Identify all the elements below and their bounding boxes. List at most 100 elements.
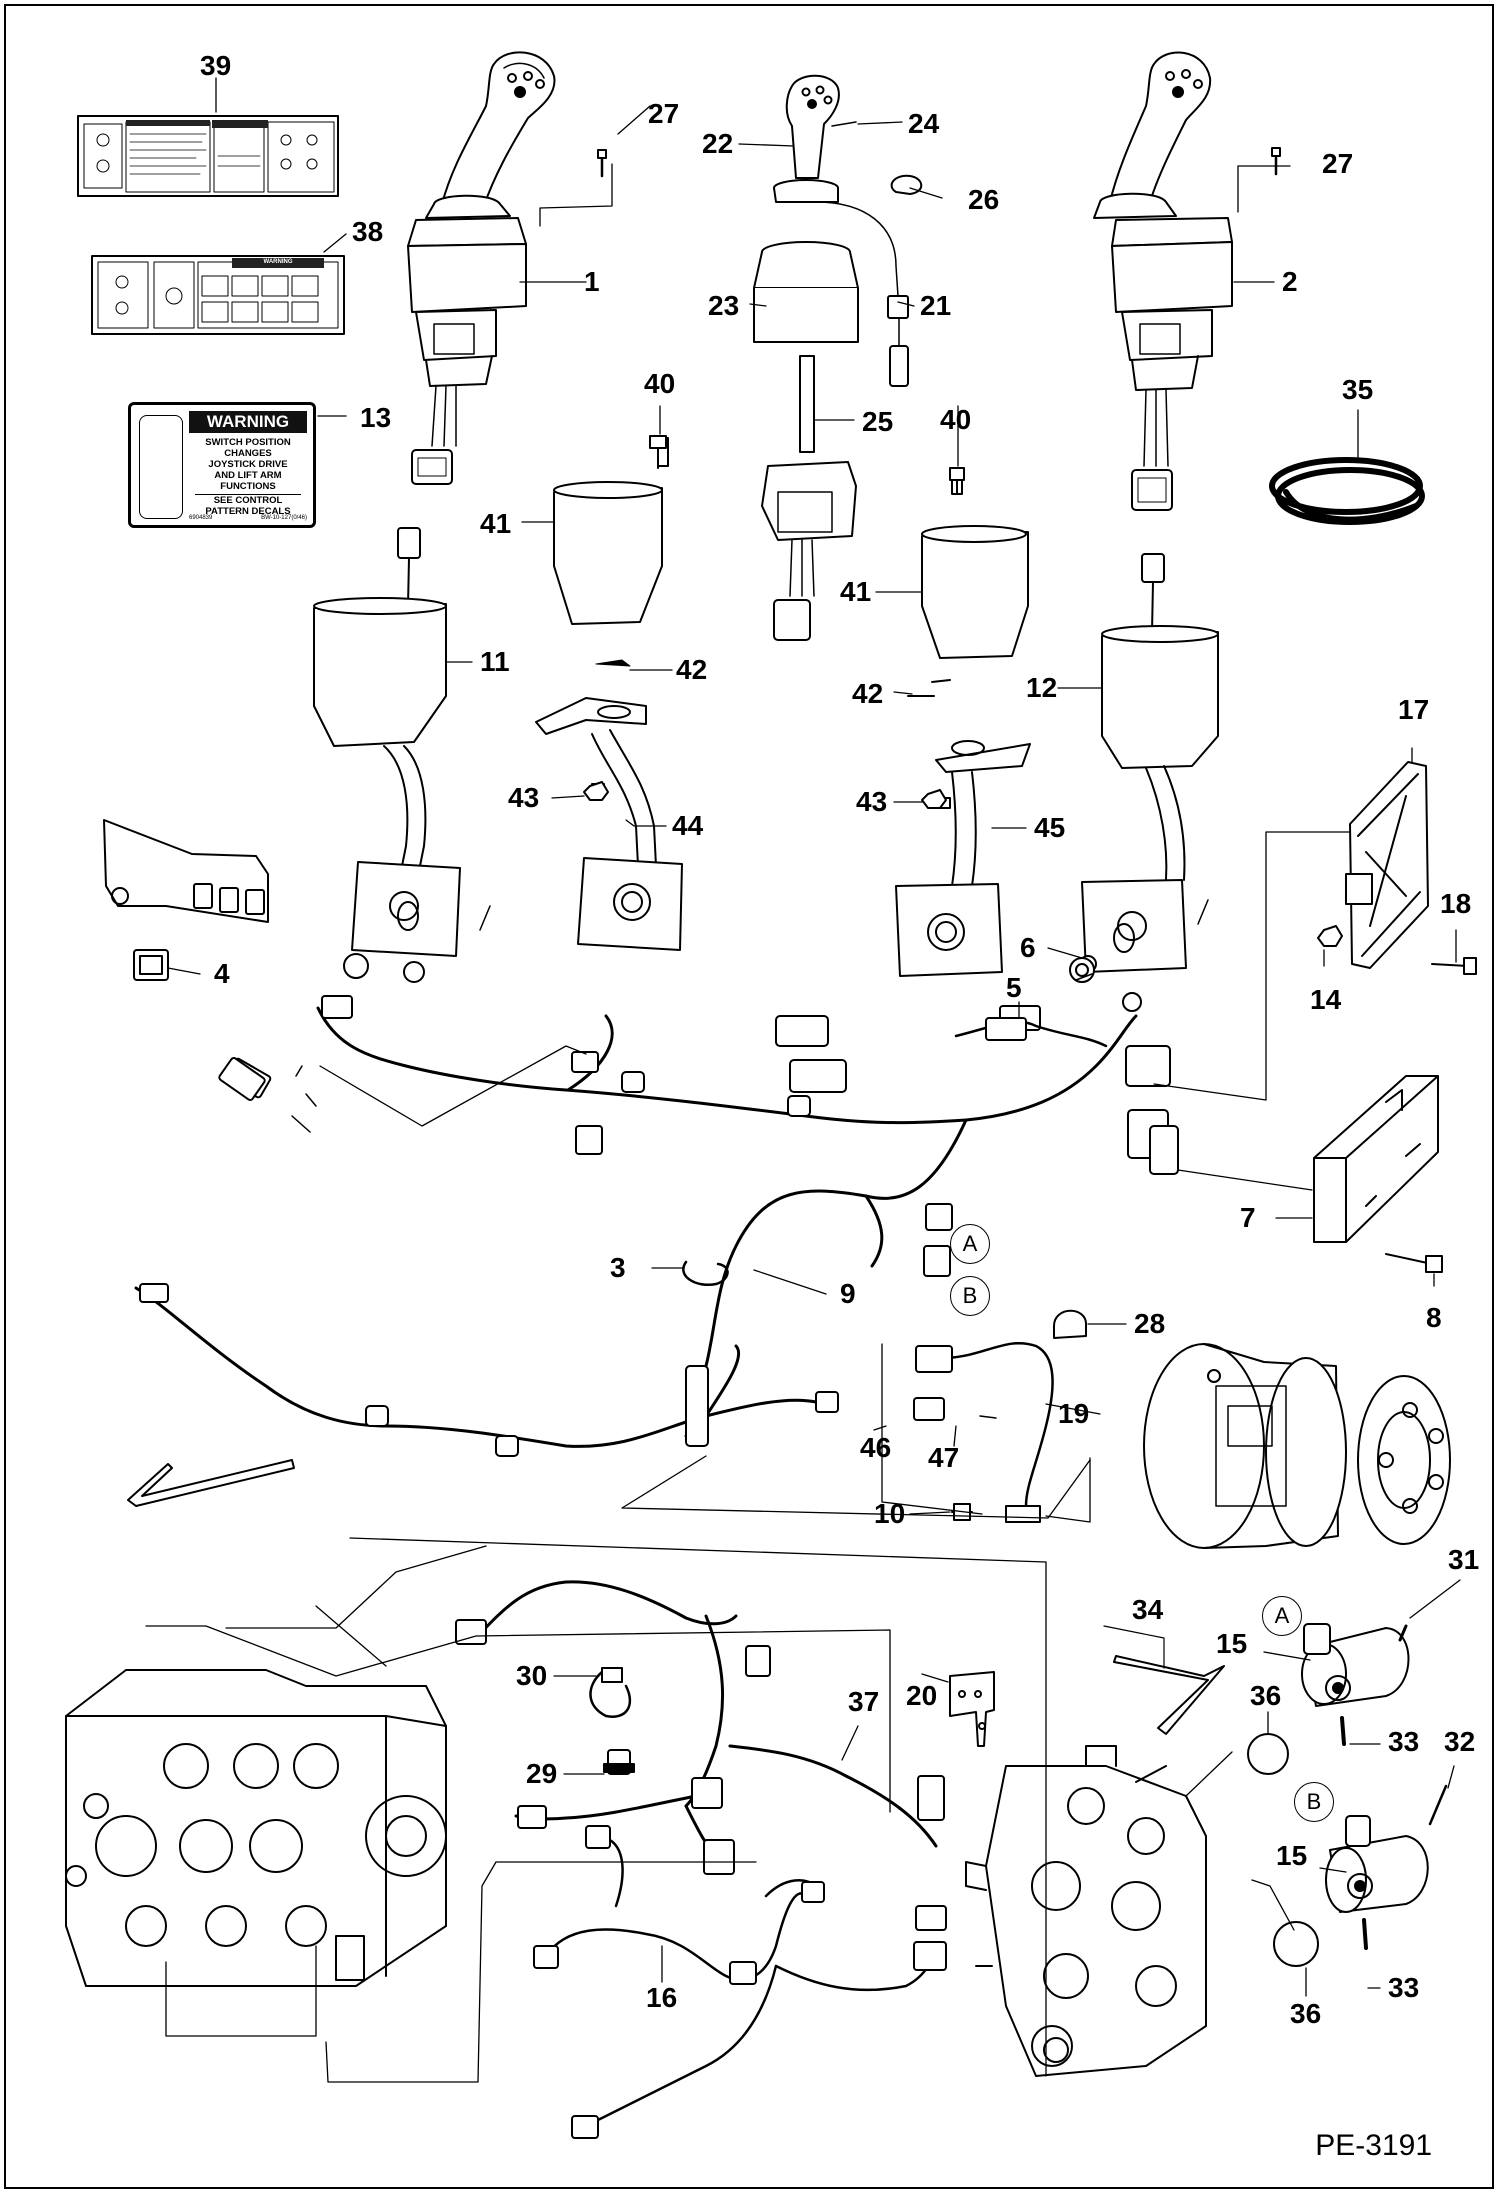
grommet-6 (1075, 973, 1093, 981)
mount-bracket-left (343, 745, 491, 983)
callout-12: 12 (1026, 672, 1058, 703)
warning-line: SWITCH POSITION (205, 437, 291, 448)
decal-38-graphic (91, 255, 345, 335)
warning-footer-right: BW-10-127(0/46) (261, 515, 307, 521)
callout-19: 19 (1058, 1398, 1090, 1429)
callout-38: 38 (352, 216, 384, 247)
callout-33: 33 (1388, 1972, 1420, 2003)
coiled-cable-35 (1269, 457, 1425, 525)
joystick-left-assembly (397, 51, 556, 607)
bracket-20 (949, 1671, 995, 1747)
seal-36b (1273, 1921, 1319, 1967)
callout-37: 37 (848, 1686, 880, 1717)
switch-panel (103, 819, 269, 981)
callout-34: 34 (1132, 1594, 1164, 1625)
bolt-40b (949, 467, 965, 495)
callout-20: 20 (906, 1680, 938, 1711)
harness-connectors (139, 995, 1179, 1457)
warning-footer-left: 6904839 (189, 515, 213, 521)
hydrostatic-pump (65, 1669, 447, 1987)
callout-9: 9 (840, 1278, 856, 1309)
warning-line: JOYSTICK DRIVE (208, 459, 288, 470)
figure-reference-code: PE-3191 (1315, 2129, 1432, 2162)
callout-40: 40 (644, 368, 676, 399)
callout-26: 26 (968, 184, 1000, 215)
warning-line: CHANGES (224, 448, 272, 459)
hex-key-left (127, 1459, 295, 1507)
callout-22: 22 (702, 128, 734, 159)
callout-47: 47 (928, 1442, 960, 1473)
callout-10: 10 (874, 1498, 906, 1529)
clamp-28 (1053, 1309, 1087, 1339)
callout-45: 45 (1034, 812, 1066, 843)
callout-18: 18 (1440, 888, 1472, 919)
controller-module-7 (1313, 1075, 1439, 1243)
callout-40: 40 (940, 404, 972, 435)
harness-16-connectors (533, 1825, 947, 2139)
callout-27: 27 (648, 98, 680, 129)
callout-44: 44 (672, 810, 704, 841)
callout-13: 13 (360, 402, 392, 433)
callout-42: 42 (852, 678, 884, 709)
callout-6: 6 (1020, 932, 1036, 963)
callout-24: 24 (908, 108, 940, 139)
callout-41: 41 (840, 576, 872, 607)
callout-21: 21 (920, 290, 952, 321)
callout-42: 42 (676, 654, 708, 685)
callout-25: 25 (862, 406, 894, 437)
joystick-right-assembly (1093, 51, 1233, 633)
boot-11 (313, 597, 447, 747)
callout-11: 11 (480, 646, 510, 677)
boot-41-right (921, 469, 1029, 659)
callout-5: 5 (1006, 972, 1022, 1003)
callout-1: 1 (584, 266, 600, 297)
screw-27a (597, 149, 607, 178)
clamp-3 (682, 1260, 729, 1287)
callout-14: 14 (1310, 984, 1342, 1015)
decal-39-graphic (77, 115, 339, 197)
actuator-b (1325, 1815, 1429, 1950)
center-handle-assembly (753, 74, 909, 641)
bolt-8 (1385, 1253, 1443, 1273)
callout-15: 15 (1276, 1840, 1308, 1871)
warning-line: SEE CONTROL (213, 495, 283, 506)
exploded-view-artwork (65, 51, 1477, 2139)
warning-footer: 6904839 BW-10-127(0/46) (189, 515, 307, 521)
connector-label-b: B (1294, 1782, 1334, 1822)
connector-label-b: B (950, 1276, 990, 1316)
callout-46: 46 (860, 1432, 892, 1463)
module-17 (1345, 761, 1429, 969)
warning-text: SWITCH POSITION CHANGES JOYSTICK DRIVE A… (189, 437, 307, 517)
callout-36: 36 (1290, 1998, 1322, 2029)
clip-30 (589, 1667, 632, 1718)
callout-15: 15 (1216, 1628, 1248, 1659)
warning-decal-13: WARNING SWITCH POSITION CHANGES JOYSTICK… (128, 402, 316, 528)
callout-27: 27 (1322, 148, 1354, 179)
warning-header: WARNING (189, 411, 307, 433)
parts-diagram: WARNING SWITCH POSITION CHANGES JOYSTICK… (4, 4, 1494, 2189)
pump-harness-connectors (455, 1619, 945, 1875)
callout-35: 35 (1342, 374, 1374, 405)
callout-3: 3 (610, 1252, 626, 1283)
warning-line: AND LIFT ARM (214, 470, 282, 481)
actuator-a (1301, 1623, 1410, 1746)
callout-16: 16 (646, 1982, 678, 2013)
seal-36a (1247, 1733, 1289, 1775)
callout-2: 2 (1282, 266, 1298, 297)
leader-lines (145, 77, 1461, 2083)
callout-43: 43 (856, 786, 888, 817)
boot-12 (1101, 625, 1219, 769)
warning-line: FUNCTIONS (220, 481, 276, 492)
boot-41-left (553, 437, 669, 625)
warning-line: PATTERN DECALS (205, 506, 291, 517)
callout-36: 36 (1250, 1680, 1282, 1711)
callout-30: 30 (516, 1660, 548, 1691)
callout-32: 32 (1444, 1726, 1476, 1757)
callout-17: 17 (1398, 694, 1430, 725)
warning-pictogram (139, 415, 183, 519)
callout-28: 28 (1134, 1308, 1166, 1339)
sensor-harness-19 (913, 1341, 1054, 1523)
bolt-40a (649, 435, 667, 469)
callout-23: 23 (708, 290, 740, 321)
callout-39: 39 (200, 50, 232, 81)
